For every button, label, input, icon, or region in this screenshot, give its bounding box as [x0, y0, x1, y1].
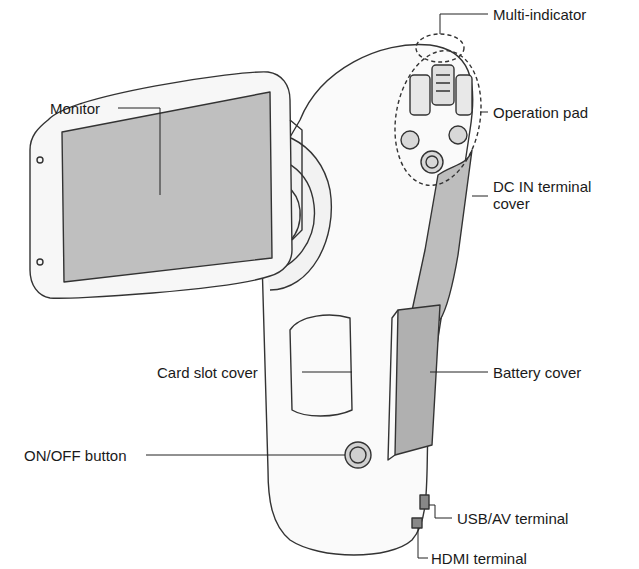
- part-label: Monitor: [50, 100, 130, 117]
- part-label: HDMI terminal: [431, 550, 611, 567]
- part-label: Operation pad: [493, 104, 633, 121]
- part-label: DC IN terminal cover: [493, 178, 603, 212]
- part-label: Card slot cover: [157, 364, 307, 381]
- part-label: Multi-indicator: [493, 6, 633, 23]
- part-label: USB/AV terminal: [457, 510, 637, 527]
- part-label: ON/OFF button: [24, 447, 154, 464]
- part-label: Battery cover: [493, 364, 633, 381]
